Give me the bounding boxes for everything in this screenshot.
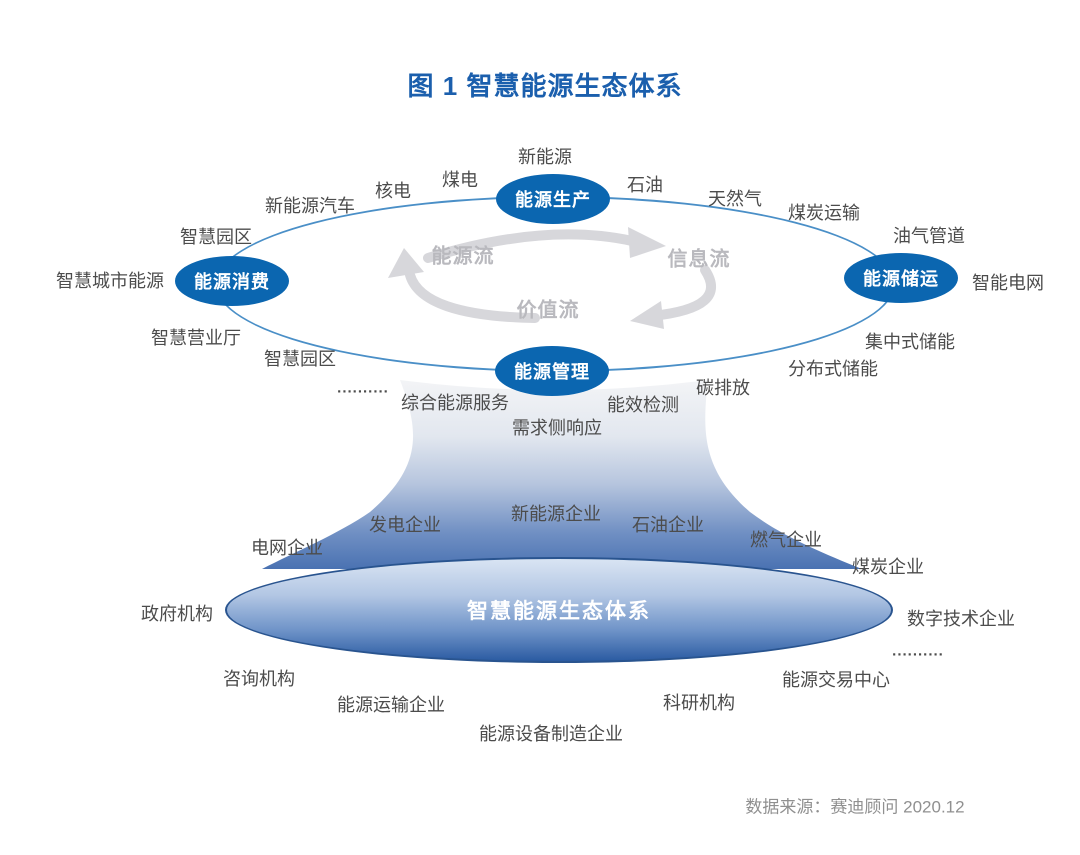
ring-label-centralized-storage: 集中式储能 [865, 332, 955, 352]
bottom-label-energy-trading-center: 能源交易中心 [782, 670, 890, 690]
bottom-label-energy-transport-companies: 能源运输企业 [337, 695, 445, 715]
funnel-label-grid-companies: 电网企业 [251, 538, 323, 558]
funnel-label-coal-companies: 煤炭企业 [852, 557, 924, 577]
ring-label-integrated-energy-services: 综合能源服务 [401, 393, 509, 413]
node-energy-management: 能源管理 [495, 346, 609, 396]
funnel-label-oil-companies: 石油企业 [632, 515, 704, 535]
figure-title: 图 1 智慧能源生态体系 [407, 71, 683, 101]
ring-label-coal-power: 煤电 [442, 170, 478, 190]
ring-label-smart-service-hall: 智慧营业厅 [151, 328, 241, 348]
ecosystem-label: 智慧能源生态体系 [467, 600, 651, 623]
flow-label-information: 信息流 [667, 248, 731, 271]
ring-label-natural-gas: 天然气 [708, 189, 762, 209]
funnel-label-new-energy-companies: 新能源企业 [511, 504, 601, 524]
bottom-label-equipment-manufacturers: 能源设备制造企业 [479, 724, 623, 744]
ring-label-new-energy: 新能源 [518, 147, 572, 167]
funnel-label-gas-companies: 燃气企业 [750, 530, 822, 550]
bottom-label-government-agencies: 政府机构 [141, 604, 213, 624]
ring-label-oil: 石油 [627, 175, 663, 195]
ring-label-energy-efficiency-monitoring: 能效检测 [607, 395, 679, 415]
ecosystem-ellipse: 智慧能源生态体系 [225, 557, 893, 663]
bottom-label-digital-tech-companies: 数字技术企业 [907, 609, 1015, 629]
funnel-label-power-generation-companies: 发电企业 [369, 515, 441, 535]
bottom-label-consulting-agencies: 咨询机构 [223, 669, 295, 689]
ring-label-smart-park-lower: 智慧园区 [264, 349, 336, 369]
ring-label-oil-gas-pipeline: 油气管道 [893, 226, 965, 246]
ring-label-smart-city-energy: 智慧城市能源 [56, 271, 164, 291]
ring-label-coal-transport: 煤炭运输 [788, 203, 860, 223]
flow-label-value: 价值流 [516, 299, 580, 322]
node-energy-consumption: 能源消费 [175, 256, 289, 306]
ring-label-distributed-storage: 分布式储能 [788, 359, 878, 379]
bottom-label-research-institutes: 科研机构 [663, 693, 735, 713]
ring-label-new-energy-vehicles: 新能源汽车 [265, 196, 355, 216]
ring-label-smart-park-upper: 智慧园区 [180, 227, 252, 247]
ring-label-smart-grid: 智能电网 [972, 273, 1044, 293]
ellipsis-left: .......... [337, 379, 389, 397]
ring-label-carbon-emissions: 碳排放 [696, 378, 750, 398]
data-source: 数据来源：赛迪顾问 2020.12 [745, 797, 965, 817]
ring-label-demand-side-response: 需求侧响应 [512, 418, 602, 438]
ring-label-nuclear-power: 核电 [375, 181, 411, 201]
flow-label-energy: 能源流 [431, 245, 495, 268]
cycle-arrows-icon [388, 227, 716, 329]
ellipsis-right: .......... [892, 642, 944, 660]
funnel-shape [262, 380, 862, 569]
node-energy-storage-transport: 能源储运 [844, 253, 958, 303]
node-energy-production: 能源生产 [496, 174, 610, 224]
